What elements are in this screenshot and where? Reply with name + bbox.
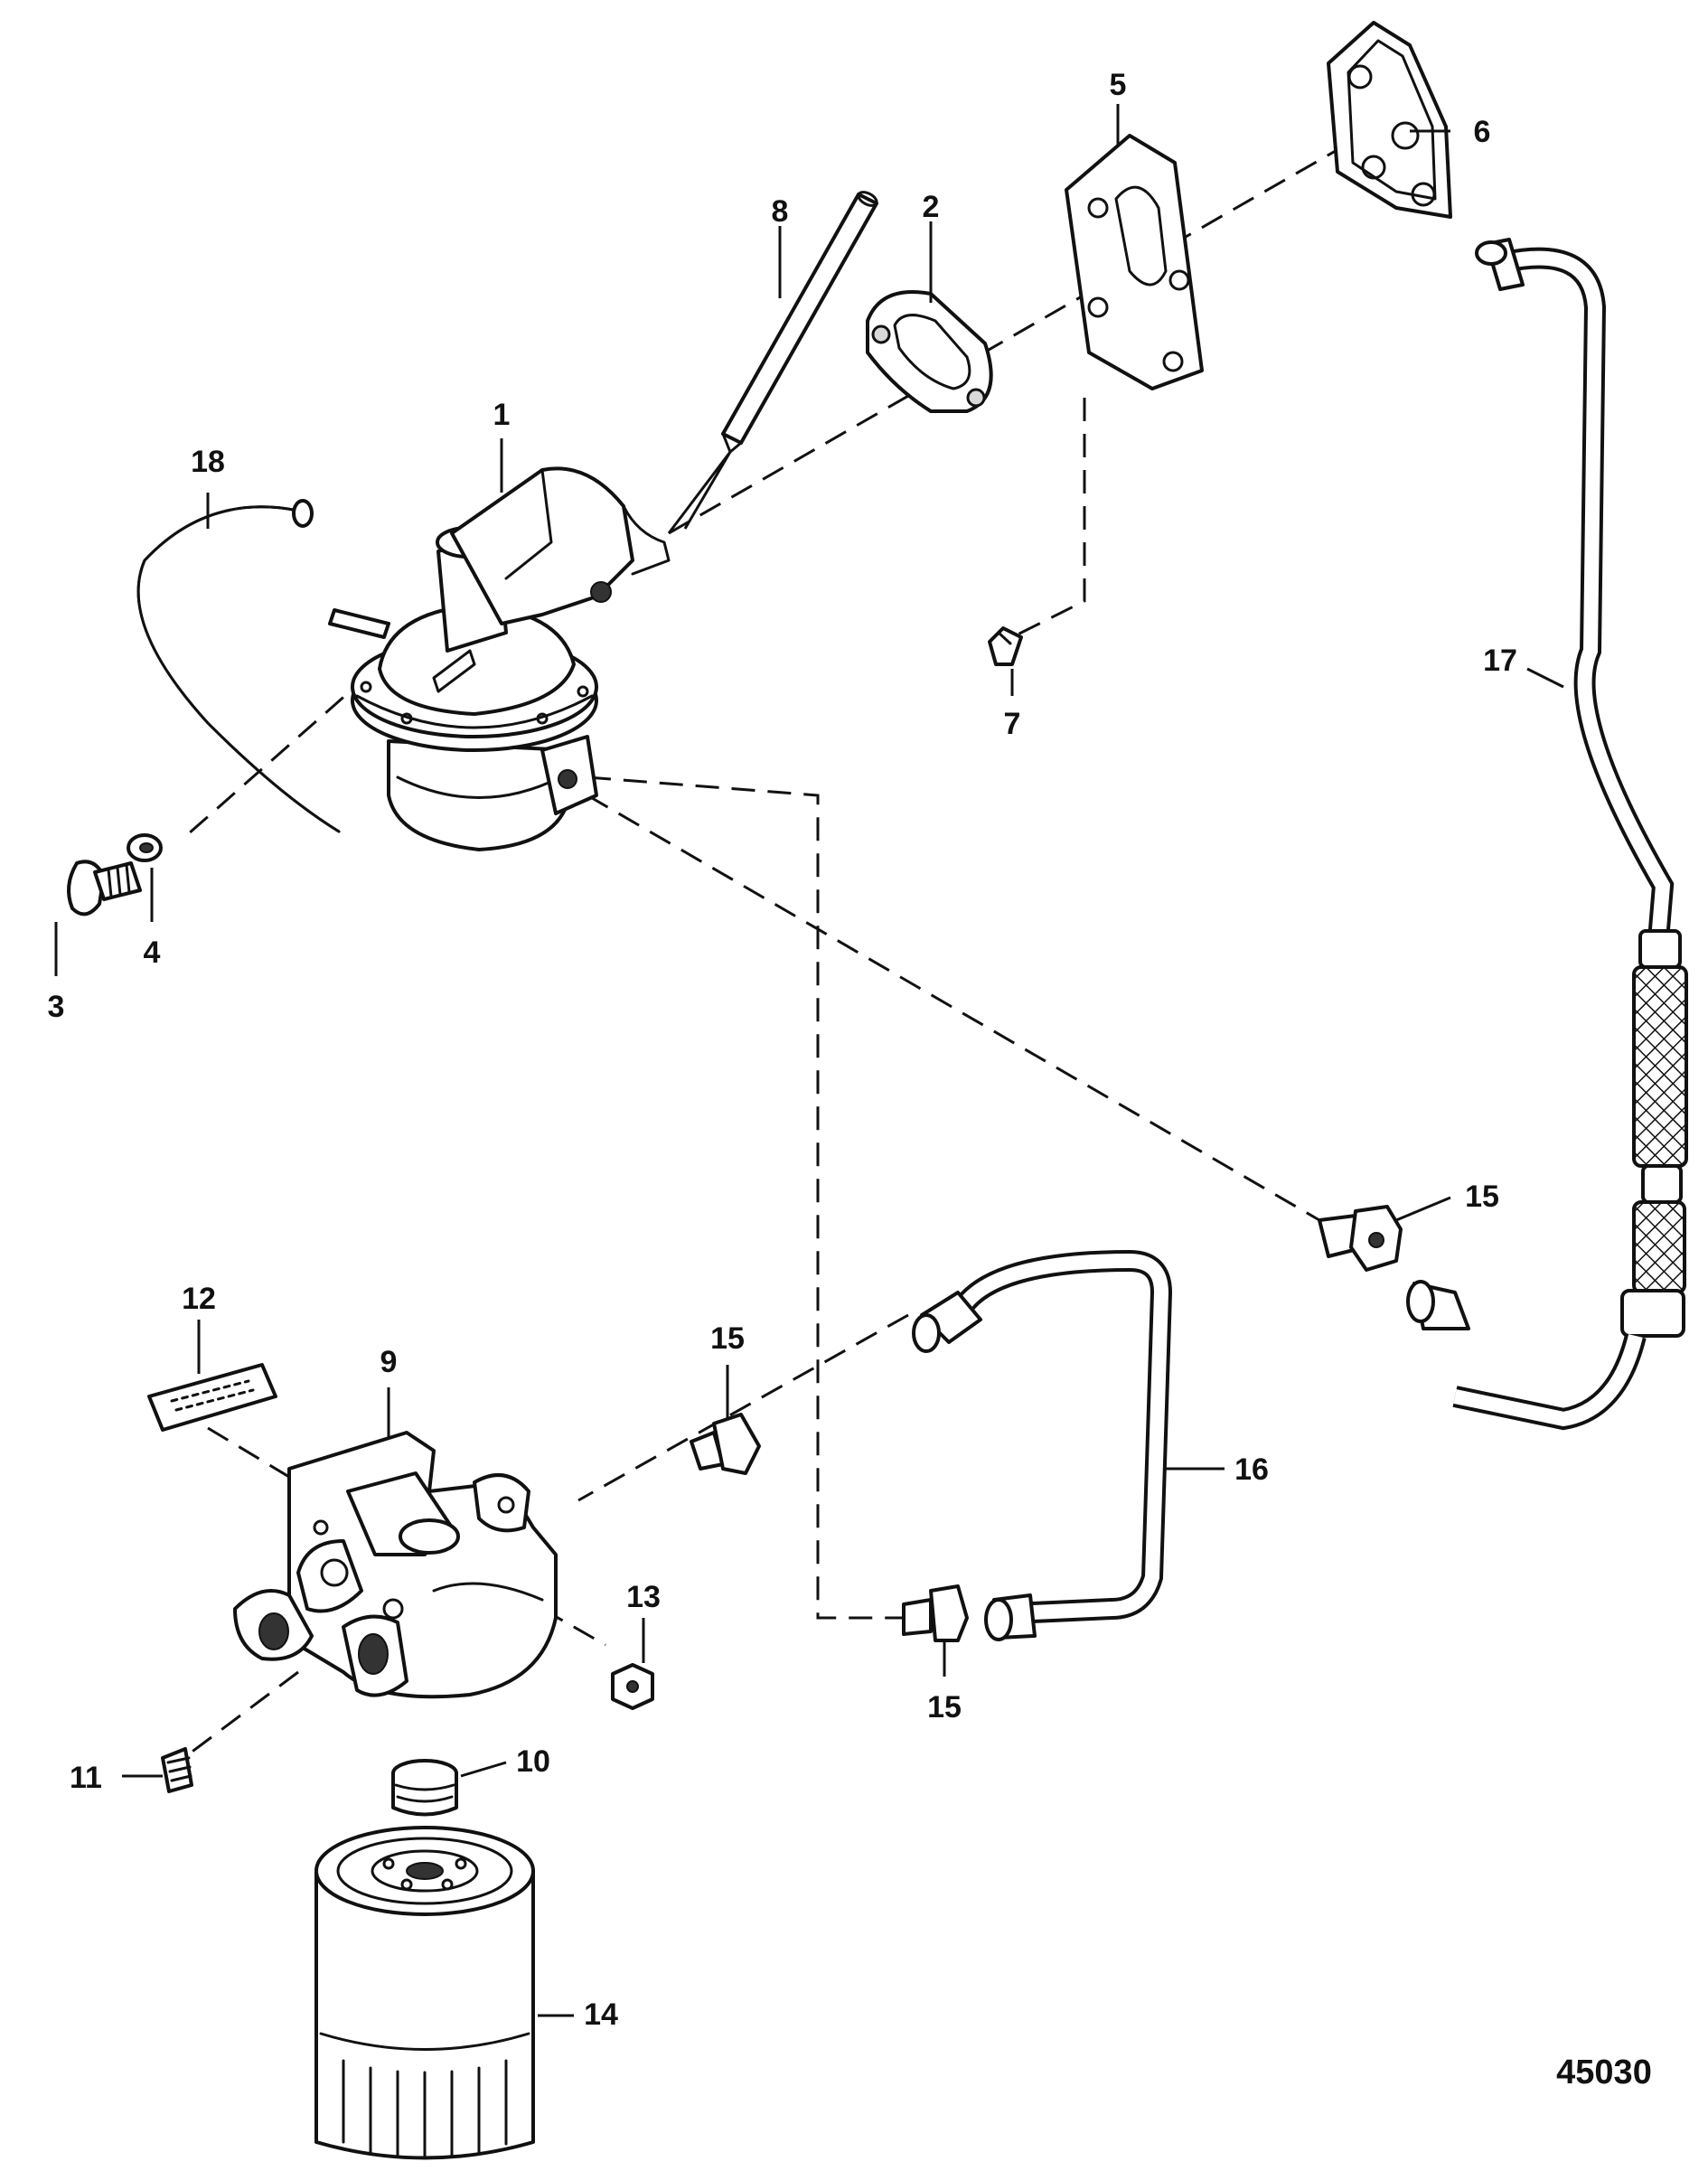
part-13-nut: [611, 1663, 654, 1710]
part-16-fuel-line: [912, 1249, 1173, 1641]
callout-15-bottom: 15: [927, 1690, 962, 1725]
callout-9: 9: [380, 1345, 398, 1379]
callout-3: 3: [48, 990, 65, 1024]
part-4-washer: [127, 833, 163, 862]
callout-6: 6: [1474, 115, 1491, 149]
part-15-adapter-bottom: [902, 1584, 969, 1642]
callout-18: 18: [191, 445, 225, 479]
callout-1: 1: [493, 398, 511, 432]
callout-5: 5: [1110, 68, 1127, 102]
part-12-label: [147, 1363, 277, 1432]
part-9-filter-head: [233, 1431, 558, 1699]
part-17-fuel-line: [1406, 238, 1688, 1431]
part-10-filter-adapter: [391, 1759, 458, 1817]
callout-leader-lines: [54, 104, 1564, 2017]
callout-8: 8: [772, 194, 789, 229]
callout-11: 11: [70, 1761, 102, 1795]
part-5-mounting-plate: [1065, 134, 1204, 390]
part-14-fuel-filter: [314, 1826, 535, 2160]
part-15-adapter-middle: [690, 1413, 761, 1475]
callout-numbers: 1 2 3 4 5 6 7 8 9 10 11 12 13 14 15 15 1…: [48, 68, 1652, 2091]
part-11-plug: [161, 1747, 193, 1793]
callout-4: 4: [144, 935, 161, 970]
part-18-vent-hose: [136, 499, 341, 833]
part-3-screw: [67, 860, 142, 916]
part-15-adapter-right: [1318, 1205, 1403, 1272]
figure-number: 45030: [1556, 2054, 1652, 2091]
callout-12: 12: [182, 1282, 216, 1316]
part-1-fuel-pump: [328, 466, 671, 851]
callout-17: 17: [1483, 644, 1517, 678]
callout-15-right: 15: [1465, 1179, 1499, 1214]
part-8-pushrod: [667, 191, 878, 534]
callout-13: 13: [626, 1580, 661, 1614]
part-7-bolt: [988, 626, 1023, 666]
callout-7: 7: [1004, 707, 1021, 741]
callout-15-middle: 15: [710, 1321, 745, 1356]
callout-14: 14: [584, 1997, 618, 2032]
callout-16: 16: [1234, 1452, 1269, 1487]
callout-2: 2: [923, 190, 940, 224]
part-6-cover-plate: [1327, 21, 1452, 219]
part-2-gasket: [866, 290, 993, 413]
callout-10: 10: [516, 1744, 550, 1779]
